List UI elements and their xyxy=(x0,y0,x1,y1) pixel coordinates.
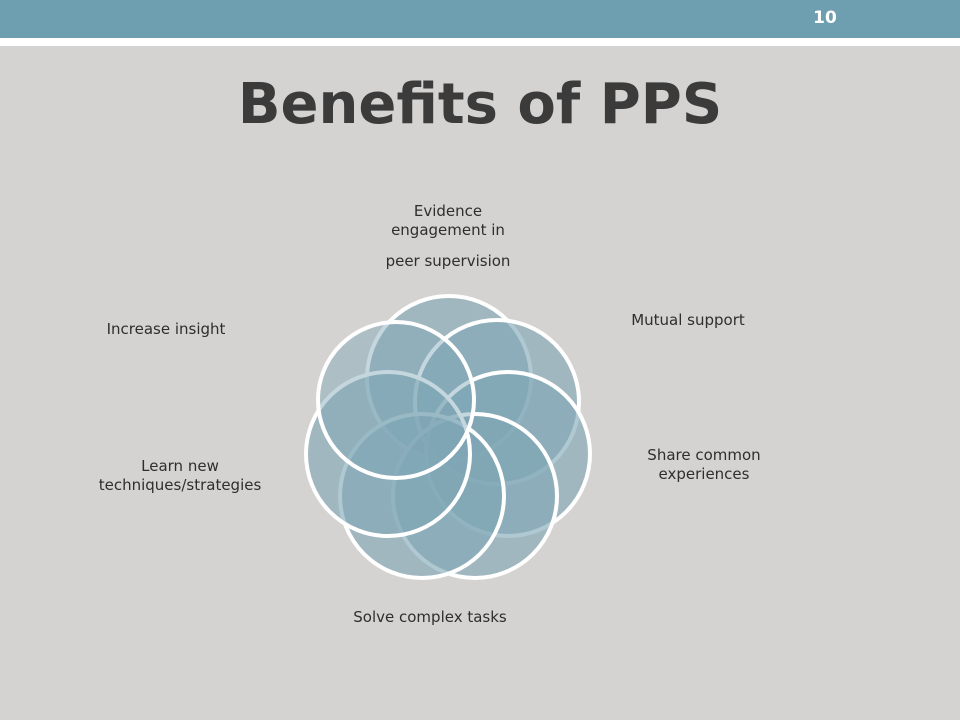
label-evidence-line-2: engagement in xyxy=(391,221,505,239)
header-divider xyxy=(0,38,960,46)
circle-insight xyxy=(304,370,472,538)
label-share: Share common experiences xyxy=(620,446,788,484)
label-evidence-line-1: Evidence xyxy=(413,202,483,220)
label-share-line-1: Share common xyxy=(647,446,761,464)
slide-number: 10 xyxy=(813,8,837,28)
label-evidence: Evidence engagement in peer supervision xyxy=(360,202,536,271)
label-learn: Learn new techniques/strategies xyxy=(72,457,288,495)
label-share-line-2: experiences xyxy=(658,465,750,483)
label-insight-line-1: Increase insight xyxy=(106,320,226,338)
label-evidence-line-3: peer supervision xyxy=(385,252,511,270)
slide-title: Benefits of PPS xyxy=(237,72,723,137)
label-solve: Solve complex tasks xyxy=(330,608,530,627)
header-bar xyxy=(0,0,960,38)
label-insight: Increase insight xyxy=(86,320,246,339)
label-mutual: Mutual support xyxy=(606,311,770,330)
label-solve-line-1: Solve complex tasks xyxy=(353,608,507,626)
label-learn-line-1: Learn new xyxy=(141,457,219,475)
label-mutual-line-1: Mutual support xyxy=(631,311,745,329)
circle-insight-top xyxy=(316,320,476,480)
label-learn-line-2: techniques/strategies xyxy=(98,476,262,494)
